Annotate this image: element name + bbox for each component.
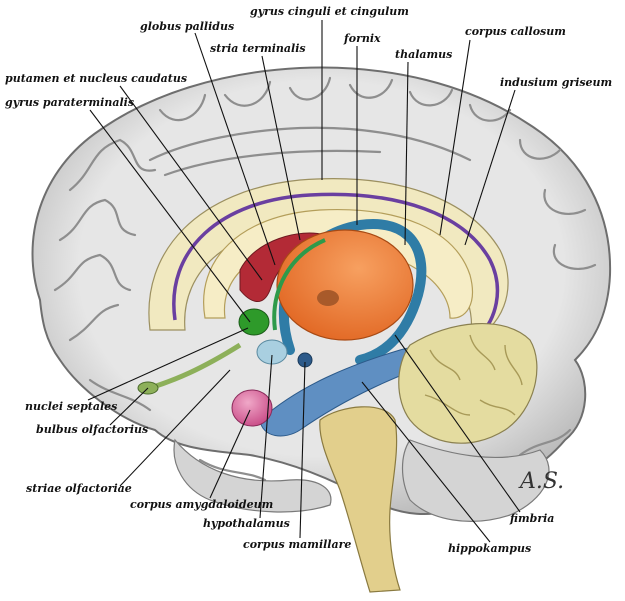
label-thalamus: thalamus xyxy=(395,48,452,61)
label-corpus-amygdaloideum: corpus amygdaloideum xyxy=(130,498,273,511)
amygdala-shape xyxy=(231,389,273,427)
cerebellum xyxy=(398,323,538,444)
label-stria-terminalis: stria terminalis xyxy=(210,42,306,55)
label-indusium-griseum: indusium griseum xyxy=(500,76,612,89)
olfactory-tract xyxy=(149,342,242,391)
label-hippokampus: hippokampus xyxy=(448,542,531,555)
label-gyrus-cinguli: gyrus cinguli et cingulum xyxy=(250,5,409,18)
label-gyrus-paraterminalis: gyrus paraterminalis xyxy=(5,96,134,109)
stria-terminalis xyxy=(272,238,326,331)
leader-lines xyxy=(87,20,521,543)
label-nuclei-septales: nuclei septales xyxy=(25,400,117,413)
label-fornix: fornix xyxy=(343,32,381,45)
label-globus-pallidus: globus pallidus xyxy=(140,20,234,33)
label-bulbus-olfactorius: bulbus olfactorius xyxy=(36,423,148,436)
label-putamen: putamen et nucleus caudatus xyxy=(5,72,187,85)
label-corpus-mamillare: corpus mamillare xyxy=(243,538,351,551)
artist-signature: A.S. xyxy=(518,469,564,494)
cingulum xyxy=(172,192,500,337)
brainstem xyxy=(319,406,401,593)
label-striae-olfactoriae: striae olfactoriae xyxy=(26,482,132,495)
lower-cortex xyxy=(173,438,332,513)
hypothalamus-shape xyxy=(256,339,288,365)
cerebellum-folia xyxy=(424,334,523,416)
thalamus-mass xyxy=(276,229,414,341)
label-corpus-callosum: corpus callosum xyxy=(465,25,566,38)
label-fimbria: fimbria xyxy=(509,512,554,525)
label-hypothalamus: hypothalamus xyxy=(203,517,290,530)
thalamus-nucleus xyxy=(317,290,339,306)
